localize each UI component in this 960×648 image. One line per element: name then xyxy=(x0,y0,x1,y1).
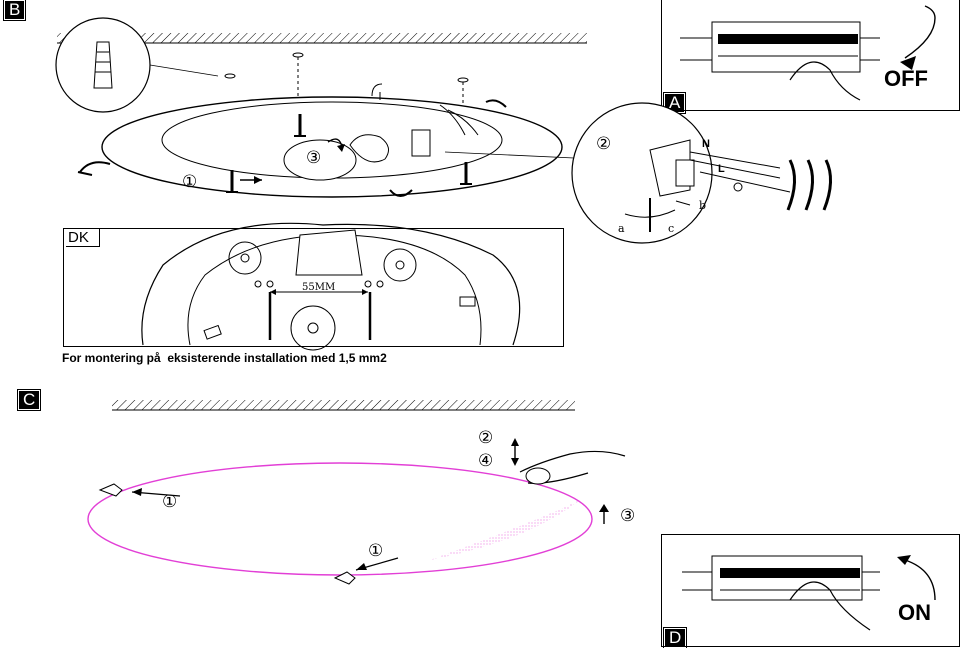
step-c2: ② xyxy=(478,428,494,448)
dk-caption: For montering på eksisterende installati… xyxy=(62,351,387,365)
tool-c-label: c xyxy=(668,222,675,235)
step-b3: ③ xyxy=(306,148,322,168)
tool-a-label: a xyxy=(618,222,625,235)
lamp-base xyxy=(77,83,563,198)
dk-label: DK xyxy=(66,229,100,247)
ceiling-c xyxy=(112,400,575,410)
switchboard-a xyxy=(680,5,936,101)
step-c3: ③ xyxy=(620,506,636,526)
step-c1a: ① xyxy=(162,492,178,512)
dk-dimension: 55MM xyxy=(302,282,336,293)
wall-plug-callout xyxy=(55,17,219,113)
wiring-callout xyxy=(444,102,791,244)
wire-l-label: L xyxy=(718,163,725,175)
section-c-tag: C xyxy=(16,389,42,411)
step-c4: ④ xyxy=(478,451,494,471)
ceiling-b xyxy=(57,33,587,43)
step-b2: ② xyxy=(596,134,612,154)
step-c1b: ① xyxy=(368,541,384,561)
tool-b-label: b xyxy=(699,199,707,212)
screw-1 xyxy=(226,170,238,193)
wire-n-label: N xyxy=(702,138,710,150)
switch-off-label: OFF xyxy=(884,66,928,91)
glass-cover xyxy=(87,462,593,576)
step-b1: ① xyxy=(182,172,198,192)
switch-on-label: ON xyxy=(898,600,931,625)
dk-base-plate xyxy=(141,222,521,351)
screw-3 xyxy=(460,162,472,185)
section-b-tag: B xyxy=(2,0,27,21)
screw-2 xyxy=(294,114,306,137)
panel-dk-detail xyxy=(63,228,564,347)
switchboard-d xyxy=(682,555,936,631)
